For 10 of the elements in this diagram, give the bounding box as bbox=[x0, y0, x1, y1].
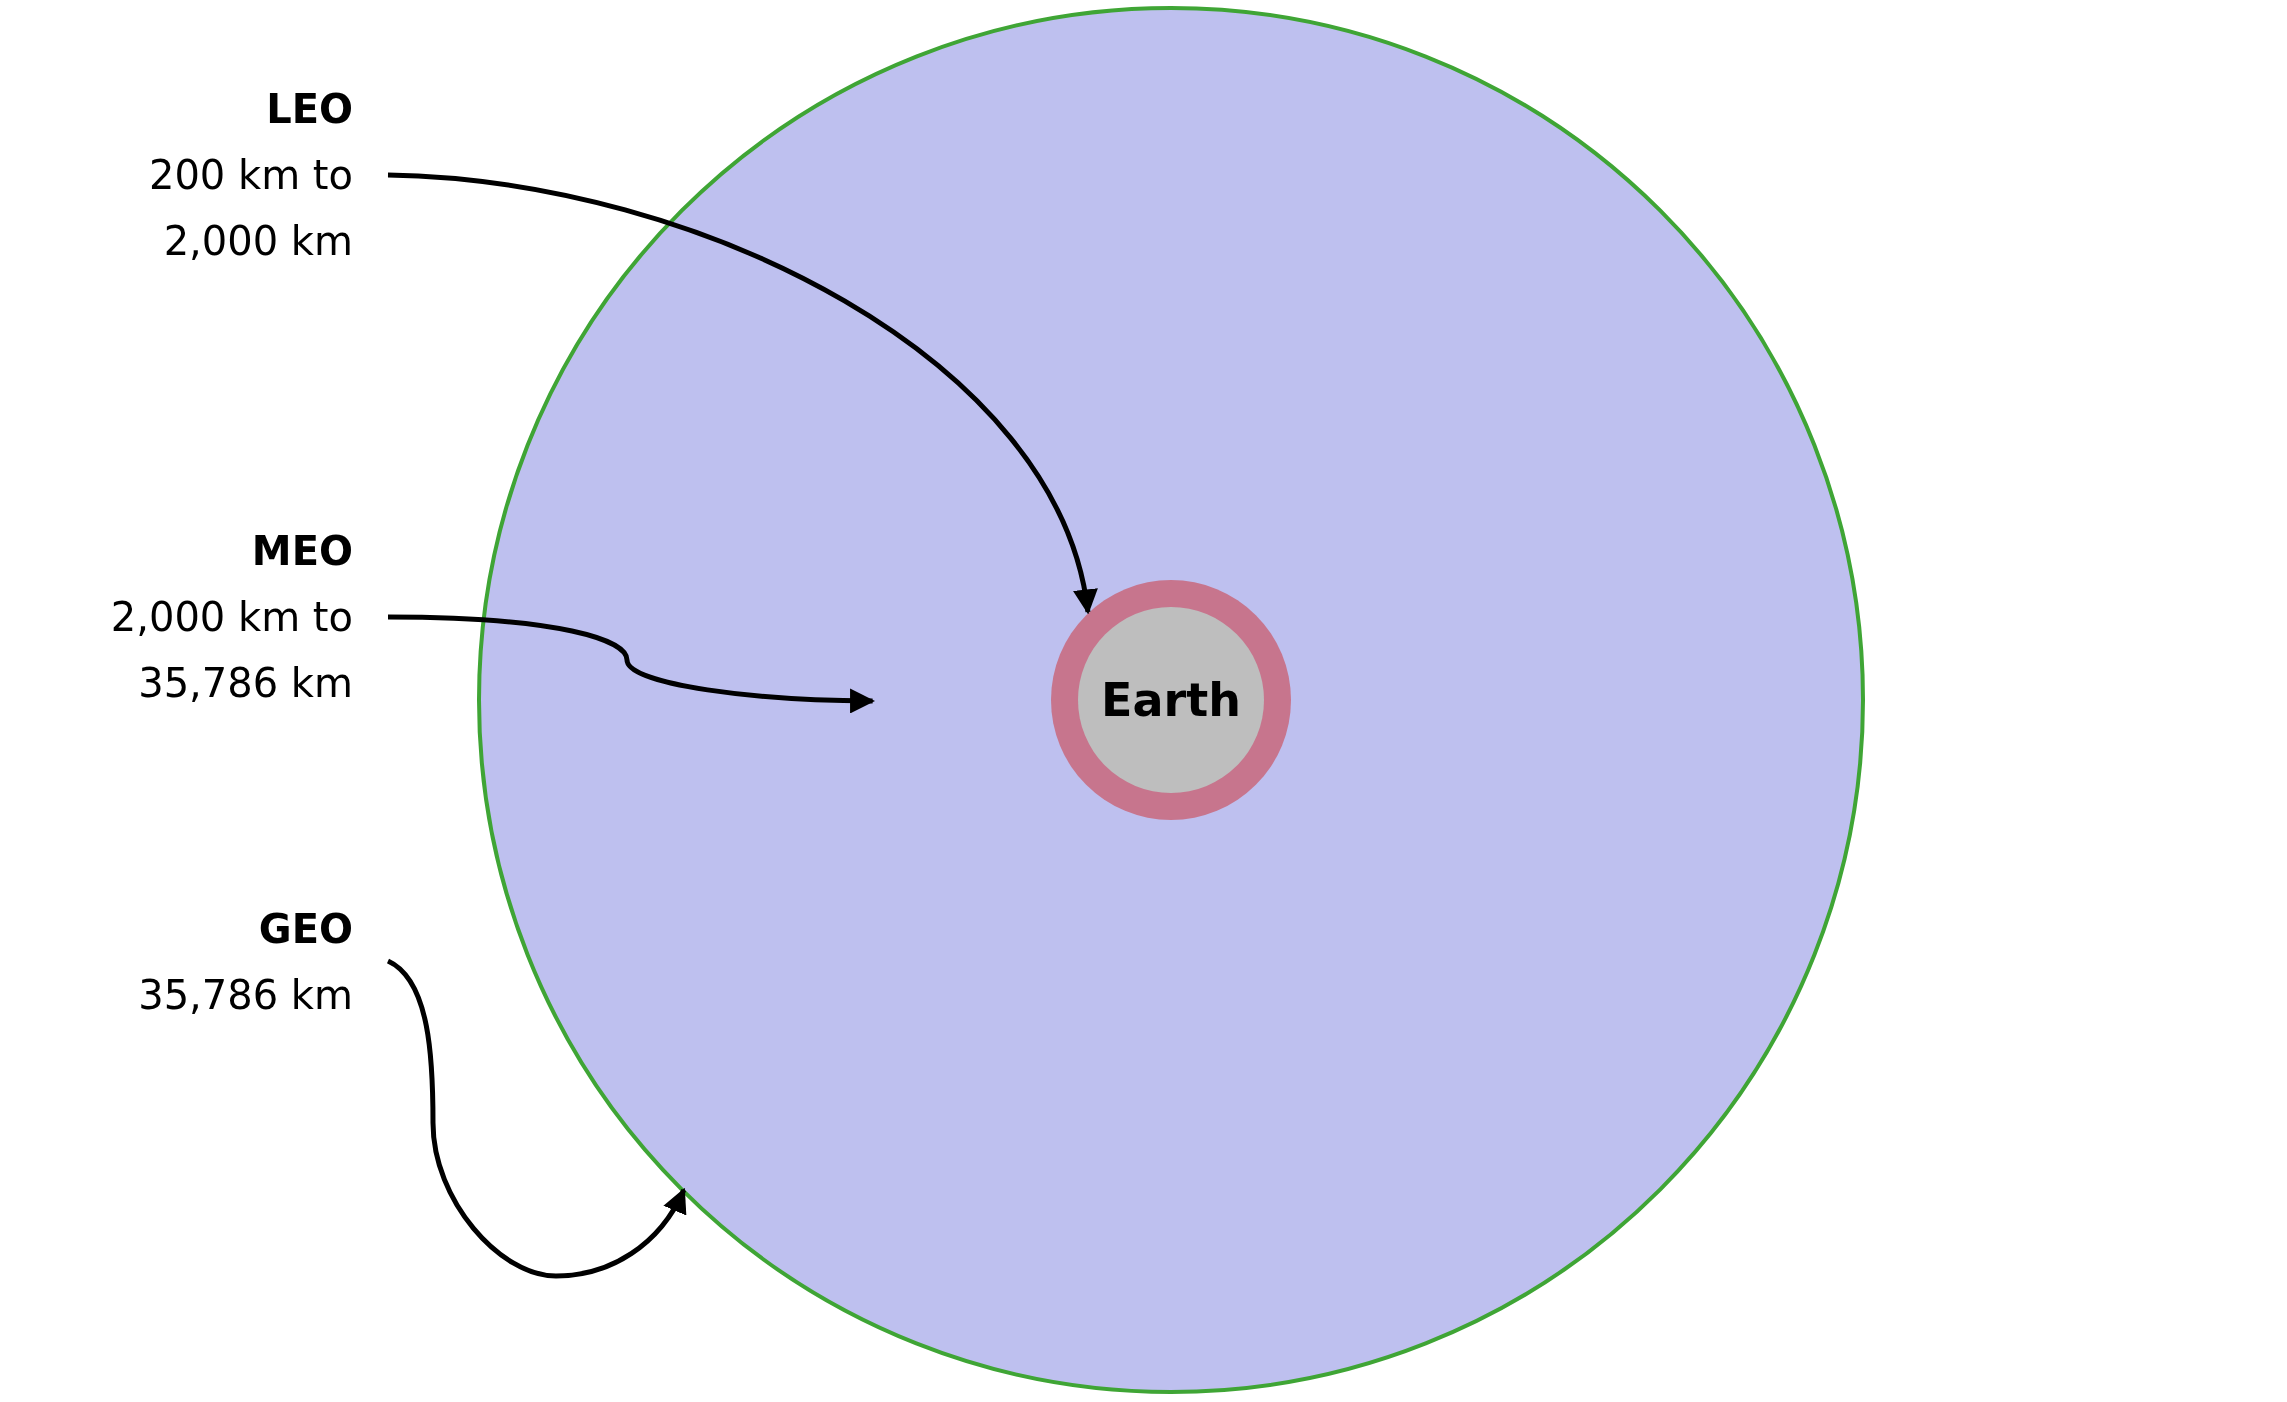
altitude-text: 2,000 km to 35,786 km bbox=[109, 593, 353, 708]
altitude-text: 35,786 km bbox=[137, 971, 353, 1020]
leader-arrow bbox=[387, 172, 1096, 615]
leader-arrow bbox=[387, 614, 876, 714]
planet-label: Earth bbox=[1101, 672, 1241, 727]
altitude-text: 200 km to 2,000 km bbox=[147, 151, 353, 266]
orbit-heading: MEO bbox=[250, 527, 353, 576]
orbit-heading: GEO bbox=[257, 905, 353, 954]
leader-arrow bbox=[386, 958, 687, 1279]
orbit-heading: LEO bbox=[265, 85, 353, 134]
